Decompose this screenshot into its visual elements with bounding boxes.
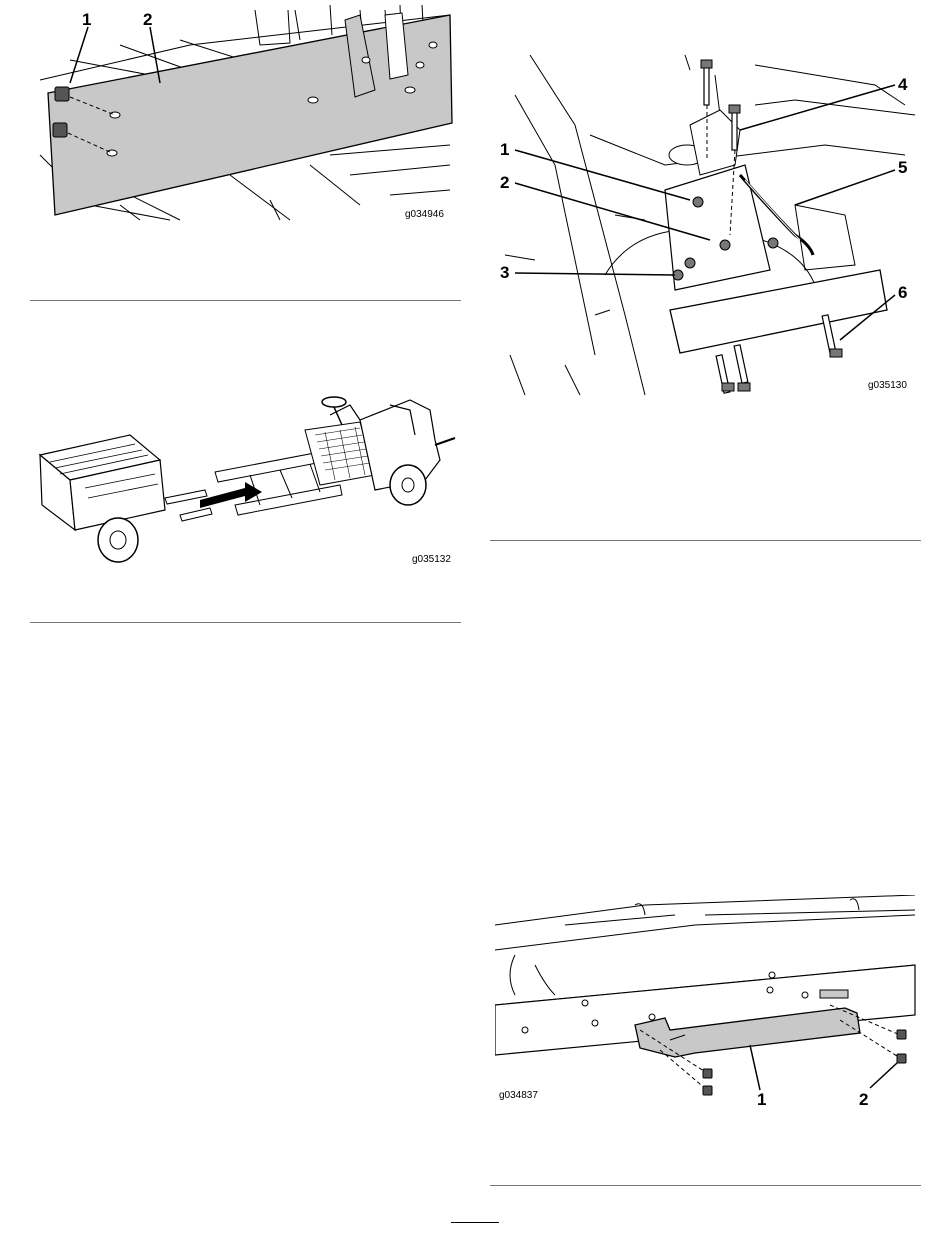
figure-id: g034837 [499, 1090, 538, 1101]
callout-1: 1 [757, 1090, 766, 1109]
callout-1: 1 [500, 140, 509, 159]
figure-2: 1 2 3 4 5 6 g035130 [495, 55, 925, 400]
divider [30, 622, 461, 623]
callout-3: 3 [500, 263, 509, 282]
figure-3-illustration: g035132 [30, 380, 460, 570]
figure-3: g035132 [30, 380, 460, 570]
divider [490, 1185, 921, 1186]
figure-4-illustration: 1 2 g034837 [495, 895, 925, 1110]
figure-id: g035132 [412, 554, 451, 565]
divider [490, 540, 921, 541]
figure-id: g035130 [868, 380, 907, 391]
page-number-line [451, 1222, 499, 1223]
callout-2: 2 [859, 1090, 868, 1109]
callout-5: 5 [898, 158, 907, 177]
figure-2-illustration: 1 2 3 4 5 6 g035130 [495, 55, 925, 400]
callout-4: 4 [898, 75, 908, 94]
callout-6: 6 [898, 283, 907, 302]
figure-id: g034946 [405, 209, 444, 220]
figure-4: 1 2 g034837 [495, 895, 925, 1110]
figure-1-illustration: 1 2 g034946 [30, 5, 460, 230]
divider [30, 300, 461, 301]
figure-1: 1 2 g034946 [30, 5, 460, 230]
callout-2: 2 [143, 10, 152, 29]
callout-2: 2 [500, 173, 509, 192]
callout-1: 1 [82, 10, 91, 29]
